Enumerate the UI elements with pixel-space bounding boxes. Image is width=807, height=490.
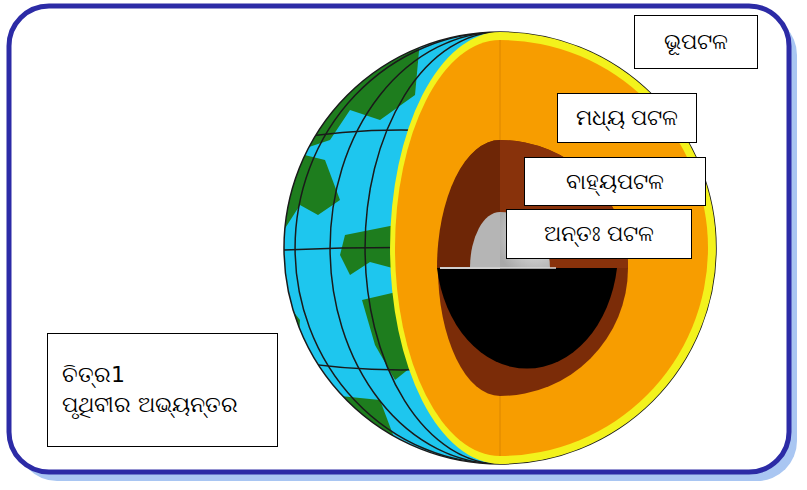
figure-caption: ପୃଥିବୀର ଅଭ୍ୟନ୍ତର	[62, 390, 238, 420]
mantle-label: ମଧ୍ୟ ପଟଳ	[557, 93, 697, 143]
globe-surface	[284, 32, 716, 470]
layer-name: ଭୂପଟଳ	[664, 27, 728, 57]
inner-core-label: ଅନ୍ତଃ ପଟଳ	[506, 209, 692, 259]
layer-name: ବାହ୍ୟପଟଳ	[566, 167, 664, 197]
layer-name: ଅନ୍ତଃ ପଟଳ	[544, 219, 655, 249]
mantle	[395, 40, 708, 456]
crust	[390, 32, 716, 464]
figure-caption-box: ଚିତ୍ର1ପୃଥିବୀର ଅଭ୍ୟନ୍ତର	[47, 333, 278, 447]
outer-core-label: ବାହ୍ୟପଟଳ	[524, 157, 706, 206]
crust-label: ଭୂପଟଳ	[634, 15, 758, 69]
core-hollow	[437, 268, 617, 369]
figure-number: ଚିତ୍ର1	[62, 360, 125, 390]
frame	[9, 6, 789, 472]
layer-name: ମଧ୍ୟ ପଟଳ	[576, 103, 679, 133]
